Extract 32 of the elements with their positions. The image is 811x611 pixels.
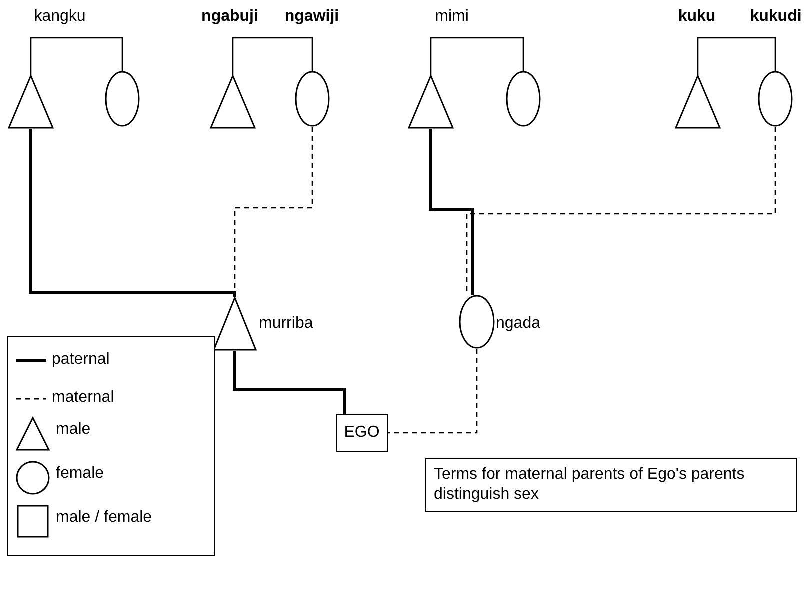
kinship-term: kukudi <box>750 8 802 26</box>
male-triangle <box>675 75 721 129</box>
ego-box: EGO <box>336 414 388 452</box>
male-triangle <box>210 75 256 129</box>
legend-label: male / female <box>56 509 152 527</box>
legend-label: female <box>56 465 104 483</box>
female-circle <box>105 71 140 127</box>
male-triangle <box>408 75 454 129</box>
kinship-term: kangku <box>34 8 86 26</box>
female-circle <box>758 71 793 127</box>
dashed-line <box>388 349 478 434</box>
legend-label: paternal <box>52 351 110 369</box>
kinship-term: kuku <box>678 8 716 26</box>
female-circle <box>295 71 330 127</box>
female-circle <box>459 295 495 349</box>
line <box>232 37 314 75</box>
line <box>697 37 776 75</box>
kinship-term: murriba <box>259 315 314 333</box>
kinship-term: ngawiji <box>284 8 340 26</box>
legend-label: male <box>56 421 91 439</box>
line <box>30 37 124 75</box>
line <box>430 129 474 295</box>
note-box: Terms for maternal parents of Ego's parents distinguish sex <box>425 458 797 512</box>
kinship-term: ngada <box>496 315 540 333</box>
male-triangle <box>8 75 54 129</box>
male-triangle <box>213 297 257 351</box>
line <box>30 129 236 297</box>
legend-label: maternal <box>52 389 114 407</box>
female-circle <box>506 71 541 127</box>
kinship-term: ngabuji <box>202 8 258 26</box>
line <box>234 351 346 414</box>
line <box>430 37 524 75</box>
